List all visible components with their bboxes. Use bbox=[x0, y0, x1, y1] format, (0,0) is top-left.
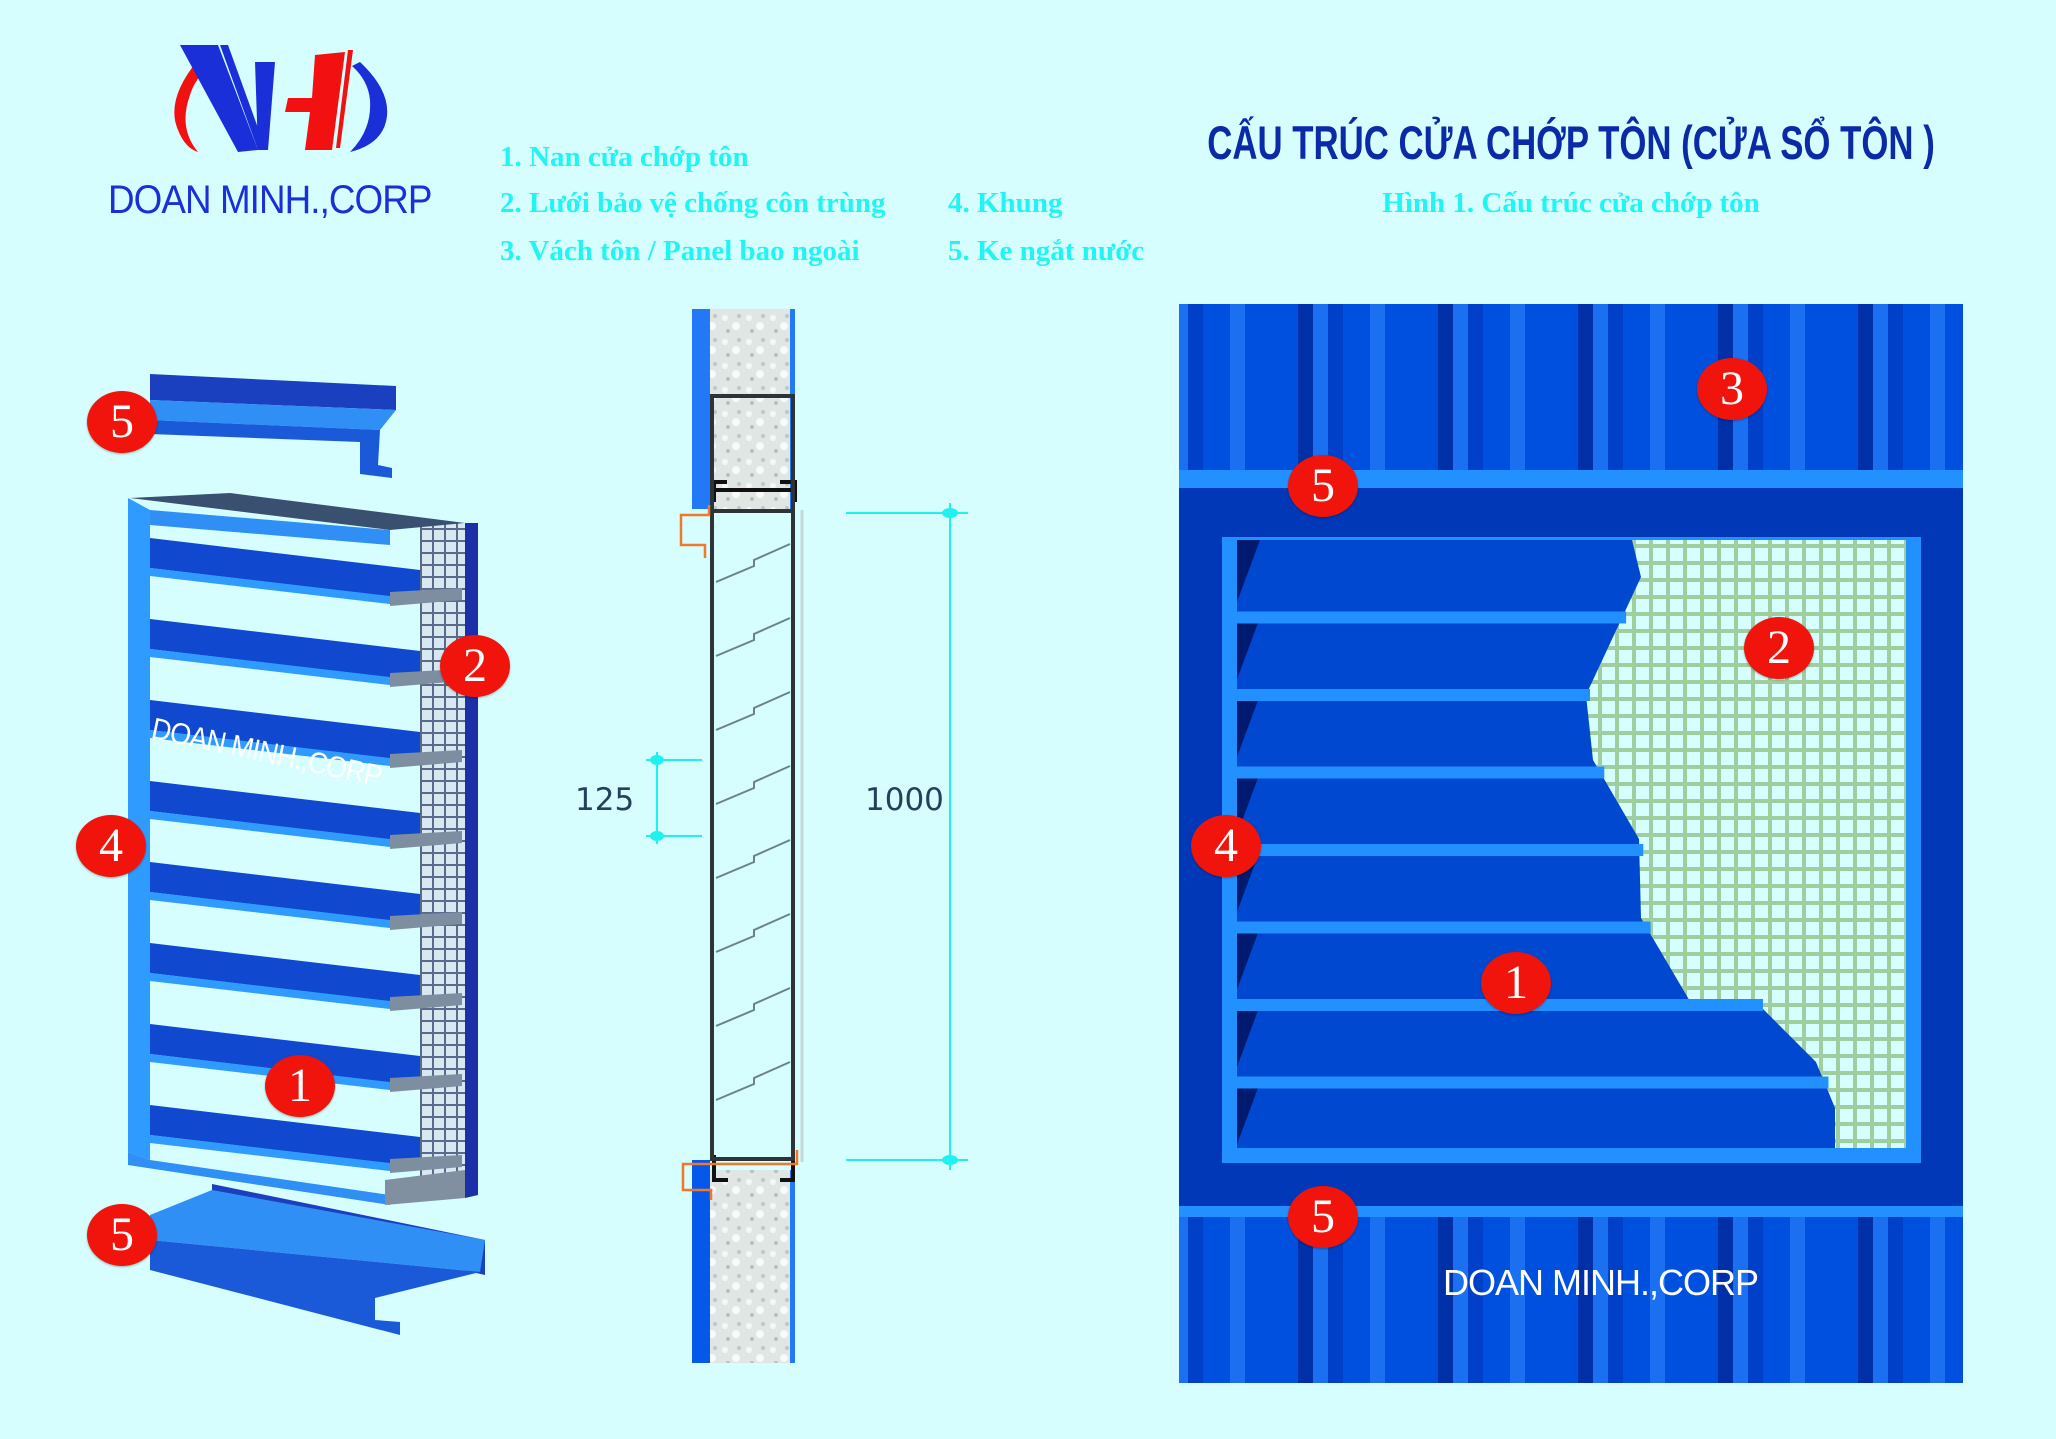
badge-right-2: 2 bbox=[1744, 617, 1814, 679]
left-slat-lip bbox=[390, 1155, 462, 1173]
left-slat-edge bbox=[150, 892, 390, 928]
left-slat bbox=[150, 1024, 420, 1086]
badge-left-2: 2 bbox=[440, 635, 510, 697]
badge-right-5-bottom: 5 bbox=[1288, 1186, 1358, 1248]
louver-separator bbox=[1237, 766, 1605, 779]
badge-right-1: 1 bbox=[1481, 952, 1551, 1014]
louver-shadow bbox=[1237, 927, 1260, 990]
left-slat-lip bbox=[390, 750, 462, 768]
section-slat bbox=[715, 1061, 791, 1101]
left-slat bbox=[150, 1105, 420, 1167]
badge-left-4: 4 bbox=[76, 815, 146, 877]
figure-caption: Hình 1. Cấu trúc cửa chớp tôn bbox=[1382, 187, 1760, 219]
left-slat bbox=[150, 700, 420, 762]
section-slat bbox=[715, 987, 791, 1027]
left-slat-edge bbox=[150, 811, 390, 847]
section-view bbox=[646, 309, 968, 1363]
louver-shadow bbox=[1237, 540, 1260, 602]
louver-shadow bbox=[1237, 1005, 1260, 1067]
louver-separator bbox=[1237, 844, 1644, 856]
left-slat-lip bbox=[390, 588, 462, 606]
left-slat-edge bbox=[150, 649, 390, 685]
left-slat bbox=[150, 862, 420, 924]
left-3d-louver bbox=[128, 374, 485, 1335]
badge-left-5-bottom: 5 bbox=[87, 1204, 157, 1266]
left-slat-lip bbox=[390, 1074, 462, 1092]
section-slat bbox=[715, 543, 791, 583]
legend-item-1: 1. Nan cửa chớp tôn bbox=[500, 141, 749, 173]
legend-item-3: 3. Vách tôn / Panel bao ngoài bbox=[500, 235, 860, 267]
left-slat-edge bbox=[150, 568, 390, 604]
section-slat bbox=[715, 691, 791, 731]
page-title: CẤU TRÚC CỬA CHỚP TÔN (CỬA SỔ TÔN ) bbox=[1207, 116, 1935, 169]
louver-separator bbox=[1237, 1076, 1829, 1089]
left-slat-lip bbox=[390, 912, 462, 930]
louver-shadow bbox=[1237, 695, 1260, 757]
badge-right-4: 4 bbox=[1191, 815, 1261, 877]
section-slat bbox=[715, 765, 791, 805]
louver-shadow bbox=[1237, 617, 1260, 680]
left-slat-edge bbox=[150, 973, 390, 1009]
left-slat-lip bbox=[390, 831, 462, 849]
dimension-slat-pitch: 125 bbox=[575, 782, 635, 818]
louver-shadow bbox=[1237, 1082, 1260, 1145]
legend-item-2: 2. Lưới bảo vệ chống côn trùng bbox=[500, 187, 886, 219]
left-slat bbox=[150, 538, 420, 600]
left-slat bbox=[150, 619, 420, 681]
left-slat bbox=[150, 781, 420, 843]
badge-left-1: 1 bbox=[265, 1055, 335, 1117]
logo-mark bbox=[174, 45, 388, 152]
louver-separator bbox=[1237, 611, 1627, 624]
badge-right-5-top: 5 bbox=[1288, 455, 1358, 517]
louver-separator bbox=[1237, 921, 1651, 934]
badge-right-3: 3 bbox=[1697, 358, 1767, 420]
section-slat bbox=[715, 617, 791, 657]
left-slat bbox=[150, 943, 420, 1005]
dimension-height: 1000 bbox=[865, 782, 944, 818]
logo-brand-text: DOAN MINH.,CORP bbox=[108, 178, 432, 222]
left-slat-edge bbox=[150, 730, 390, 766]
section-slat bbox=[715, 913, 791, 953]
left-slat-lip bbox=[390, 993, 462, 1011]
right-watermark: DOAN MINH.,CORP bbox=[1443, 1262, 1759, 1303]
legend-item-5: 5. Ke ngắt nước bbox=[948, 235, 1145, 267]
legend-item-4: 4. Khung bbox=[948, 187, 1063, 219]
badge-left-5-top: 5 bbox=[87, 391, 157, 453]
louver-separator bbox=[1237, 689, 1590, 701]
frame-bottom-rail bbox=[1237, 1148, 1906, 1163]
left-slat-edge bbox=[150, 1135, 390, 1171]
section-slat bbox=[715, 839, 791, 879]
